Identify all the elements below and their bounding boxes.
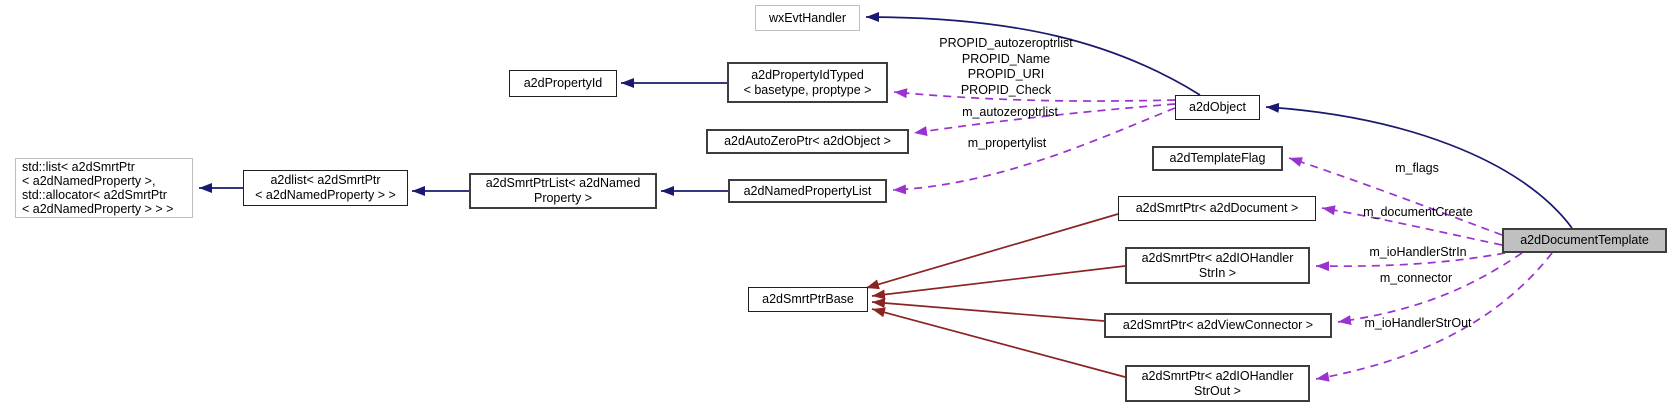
node-label-line: a2dAutoZeroPtr< a2dObject > [724, 134, 891, 148]
edge-usage-a2dobject-to-propertyidtyped [893, 88, 1176, 102]
node-label-line: a2dSmrtPtr< a2dIOHandler [1141, 368, 1294, 383]
node-label-line: < a2dNamedProperty >, [22, 174, 156, 188]
node-label-line: a2dPropertyId [523, 76, 603, 90]
node-label-line: std::allocator< a2dSmrtPtr [22, 188, 167, 202]
node-label-line: a2dDocumentTemplate [1520, 233, 1649, 247]
node-a2ddocumenttemplate: a2dDocumentTemplate [1502, 228, 1667, 253]
node-a2dsmrtptr-a2dviewconnector[interactable]: a2dSmrtPtr< a2dViewConnector > [1104, 313, 1332, 338]
edge-label-m-flags: m_flags [1395, 161, 1439, 175]
edge-private-inherit-smrtptr-viewconnector-to-smrtptrbase [871, 298, 1105, 322]
node-a2dlist[interactable]: a2dlist< a2dSmrtPtr < a2dNamedProperty >… [243, 170, 408, 206]
node-label-line: a2dTemplateFlag [1169, 151, 1266, 165]
node-label-line: a2dNamedPropertyList [743, 183, 872, 198]
node-a2dsmrtptr-a2ddocument[interactable]: a2dSmrtPtr< a2dDocument > [1118, 196, 1316, 221]
edge-label-line: PROPID_URI [967, 67, 1045, 81]
node-label-line: a2dlist< a2dSmrtPtr [270, 173, 381, 187]
edge-label-line: PROPID_autozeroptrlist [939, 36, 1073, 50]
edge-label-propid: PROPID_autozeroptrlist PROPID_Name PROPI… [939, 36, 1072, 98]
node-label-line: a2dSmrtPtr< a2dDocument > [1135, 201, 1299, 215]
edge-usage-documenttemplate-to-templateflag [1288, 157, 1503, 236]
edge-private-inherit-smrtptr-strin-to-smrtptrbase [871, 265, 1126, 300]
edge-usage-documenttemplate-to-smrtptr-strin [1315, 252, 1506, 272]
node-label-line: wxEvtHandler [768, 10, 847, 25]
node-label-line: < a2dNamedProperty > > > [22, 202, 174, 216]
node-label-line: a2dSmrtPtr< a2dIOHandler [1141, 250, 1294, 265]
node-label-line: StrIn > [1198, 265, 1237, 280]
node-a2dpropertyidtyped[interactable]: a2dPropertyIdTyped < basetype, proptype … [727, 62, 888, 103]
node-a2dsmrtptr-a2diohandlerstrin[interactable]: a2dSmrtPtr< a2dIOHandler StrIn > [1125, 247, 1310, 284]
node-label-line: a2dPropertyIdTyped [751, 67, 864, 82]
edge-label-m-autozeroptrlist: m_autozeroptrlist [962, 105, 1058, 119]
node-a2dsmrtptrlist[interactable]: a2dSmrtPtrList< a2dNamed Property > [469, 173, 657, 209]
edge-private-inherit-smrtptr-document-to-smrtptrbase [865, 213, 1119, 290]
edge-inherit-a2dobject-to-wxevthandler [865, 12, 1201, 96]
node-a2dtemplateflag[interactable]: a2dTemplateFlag [1152, 146, 1283, 171]
node-a2dobject[interactable]: a2dObject [1175, 95, 1260, 120]
node-a2dnamedpropertylist[interactable]: a2dNamedPropertyList [728, 179, 887, 203]
edge-label-m-connector: m_connector [1379, 271, 1453, 285]
node-label-line: a2dSmrtPtr< a2dViewConnector > [1122, 318, 1314, 332]
node-label-line: < basetype, proptype > [743, 82, 872, 97]
node-label-line: a2dSmrtPtrList< a2dNamed [485, 176, 641, 190]
edge-usage-documenttemplate-to-smrtptr-document [1321, 205, 1503, 246]
edge-usage-documenttemplate-to-smrtptr-strout [1315, 252, 1553, 382]
node-a2dpropertyid[interactable]: a2dPropertyId [509, 70, 617, 97]
node-label-line: a2dSmrtPtrBase [762, 292, 854, 306]
node-label-line: Property > [533, 191, 592, 205]
edge-inherit-documenttemplate-to-a2dobject [1265, 102, 1573, 229]
edge-usage-documenttemplate-to-smrtptr-viewconnector [1337, 252, 1523, 326]
node-label-line: StrOut > [1194, 383, 1241, 398]
edge-private-inherit-smrtptr-strout-to-smrtptrbase [871, 307, 1126, 378]
node-std-list: std::list< a2dSmrtPtr < a2dNamedProperty… [15, 158, 193, 218]
edge-label-m-iohandlerstrout: m_ioHandlerStrOut [1364, 316, 1472, 330]
edge-usage-a2dobject-to-namedpropertylist [892, 107, 1176, 195]
node-label-line: < a2dNamedProperty > > [255, 188, 396, 202]
node-wxevthandler: wxEvtHandler [755, 5, 860, 31]
node-label-line: a2dObject [1189, 100, 1246, 114]
edge-label-line: PROPID_Name [961, 51, 1051, 66]
edge-label-m-propertylist: m_propertylist [967, 136, 1047, 150]
edge-label-line: PROPID_Check [960, 82, 1052, 97]
node-label-line: std::list< a2dSmrtPtr [22, 160, 135, 174]
edge-label-m-iohandlerstrin: m_ioHandlerStrIn [1369, 245, 1467, 259]
node-a2dautozeroptr[interactable]: a2dAutoZeroPtr< a2dObject > [706, 129, 909, 154]
edge-usage-a2dobject-to-autozeroptr [913, 103, 1176, 137]
edge-label-m-documentcreate: m_documentCreate [1363, 205, 1473, 219]
node-a2dsmrtptr-a2diohandlerstrout[interactable]: a2dSmrtPtr< a2dIOHandler StrOut > [1125, 365, 1310, 402]
node-a2dsmrtptrbase[interactable]: a2dSmrtPtrBase [748, 287, 868, 312]
